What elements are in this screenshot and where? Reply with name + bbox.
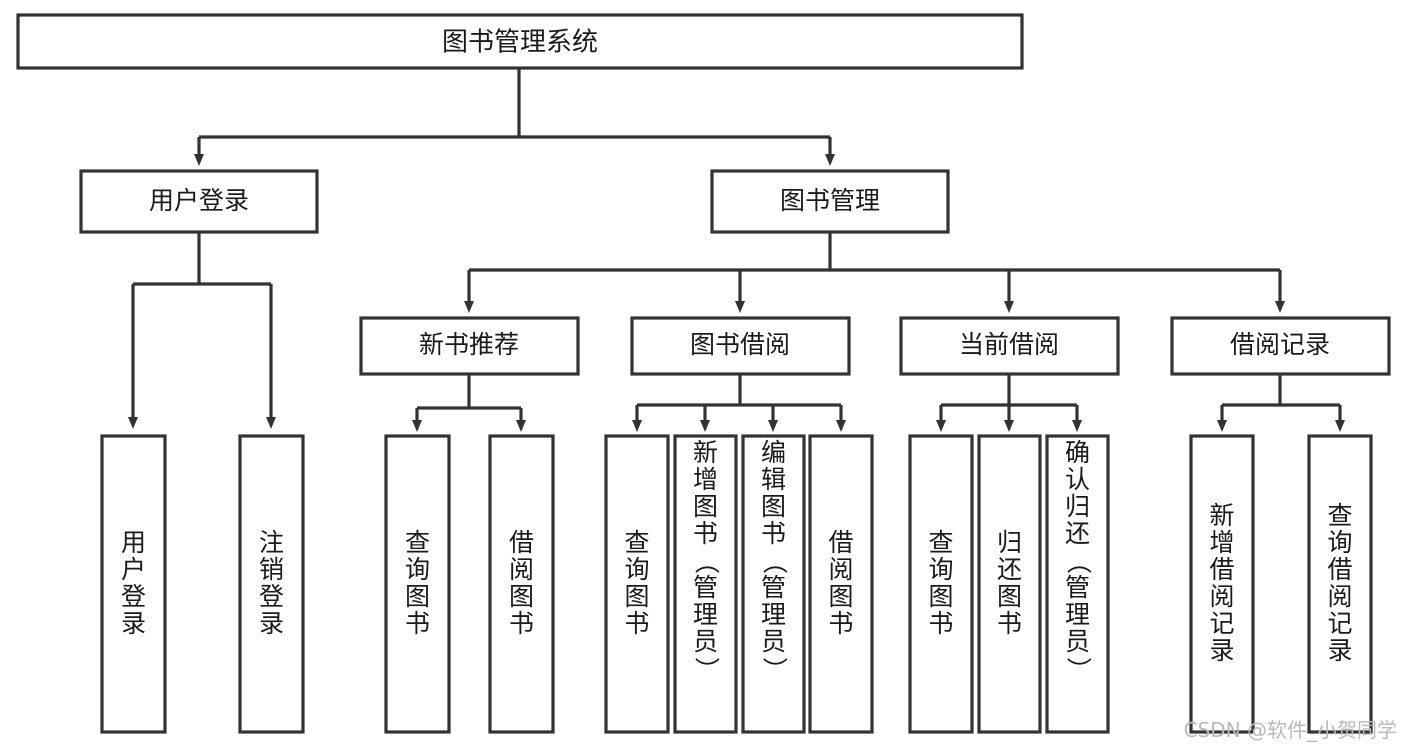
connector-bookmgmt-to-level3 bbox=[464, 233, 1285, 313]
connector-currentborrow-to-leaves bbox=[936, 374, 1082, 432]
node-new-book-recommend[interactable]: 新书推荐 bbox=[359, 316, 580, 376]
node-borrow-record[interactable]: 借阅记录 bbox=[1170, 316, 1391, 376]
connector-userlogin-to-leaves bbox=[128, 233, 276, 429]
connector-borrowrecord-to-leaves bbox=[1217, 374, 1345, 432]
node-book-management[interactable]: 图书管理 bbox=[710, 169, 950, 234]
node-book-borrow-label: 图书借阅 bbox=[690, 330, 790, 359]
leaf-box-bookborrow-add[interactable] bbox=[673, 434, 738, 734]
node-user-login[interactable]: 用户登录 bbox=[79, 169, 319, 234]
node-book-borrow[interactable]: 图书借阅 bbox=[630, 316, 851, 376]
node-borrow-record-label: 借阅记录 bbox=[1230, 330, 1330, 359]
connector-newbook-to-leaves bbox=[412, 374, 526, 432]
node-new-book-recommend-label: 新书推荐 bbox=[419, 330, 519, 359]
leaf-box-bookborrow-borrow[interactable] bbox=[808, 434, 874, 734]
leaf-box-borrowrecord-query[interactable] bbox=[1307, 434, 1373, 734]
leaf-box-currentborrow-query[interactable] bbox=[908, 434, 974, 734]
node-root-label: 图书管理系统 bbox=[442, 28, 598, 58]
node-current-borrow-label: 当前借阅 bbox=[959, 330, 1059, 359]
leaf-box-newbook-query[interactable] bbox=[384, 434, 451, 734]
connector-root-to-level2 bbox=[194, 69, 835, 166]
leaf-box-currentborrow-confirm[interactable] bbox=[1045, 434, 1110, 734]
leaf-box-newbook-borrow[interactable] bbox=[488, 434, 555, 734]
leaf-box-bookborrow-edit[interactable] bbox=[741, 434, 806, 734]
leaf-box-currentborrow-return[interactable] bbox=[977, 434, 1042, 734]
leaf-box-bookborrow-query[interactable] bbox=[604, 434, 670, 734]
connector-bookborrow-to-leaves bbox=[632, 374, 846, 432]
node-root[interactable]: 图书管理系统 bbox=[16, 13, 1024, 70]
node-current-borrow[interactable]: 当前借阅 bbox=[899, 316, 1120, 376]
leaf-box-user-login-logout[interactable] bbox=[238, 434, 305, 734]
leaf-box-user-login-login[interactable] bbox=[100, 434, 167, 734]
node-book-management-label: 图书管理 bbox=[780, 186, 880, 215]
leaf-box-borrowrecord-add[interactable] bbox=[1189, 434, 1255, 734]
node-user-login-label: 用户登录 bbox=[149, 186, 249, 215]
